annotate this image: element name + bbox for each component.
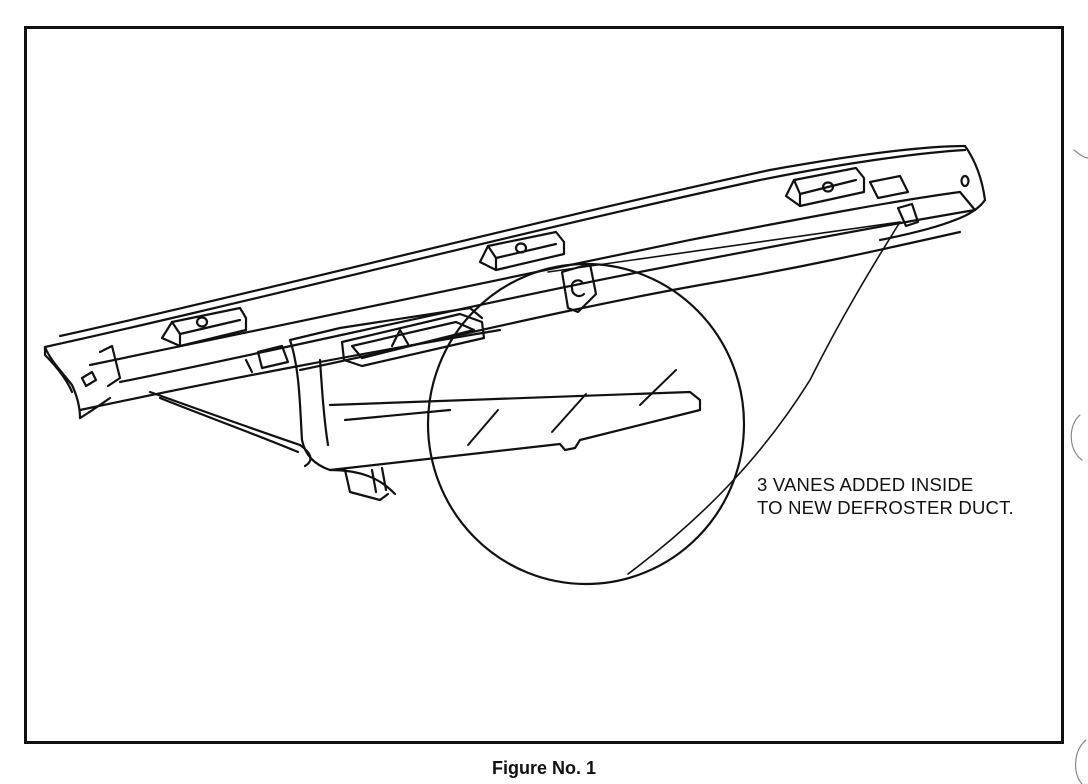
margin-marks <box>1070 149 1088 784</box>
top-vents <box>160 166 920 374</box>
defroster-duct <box>288 262 702 502</box>
duct-vanes <box>467 369 677 446</box>
vanes-callout-text: 3 VANES ADDED INSIDE TO NEW DEFROSTER DU… <box>757 473 1014 519</box>
detail-callout-circle <box>426 221 901 586</box>
callout-line-1: 3 VANES ADDED INSIDE <box>757 474 974 495</box>
instrument-panel-outline <box>43 144 987 468</box>
figure-caption: Figure No. 1 <box>491 758 596 778</box>
callout-line-2: TO NEW DEFROSTER DUCT. <box>757 497 1014 518</box>
